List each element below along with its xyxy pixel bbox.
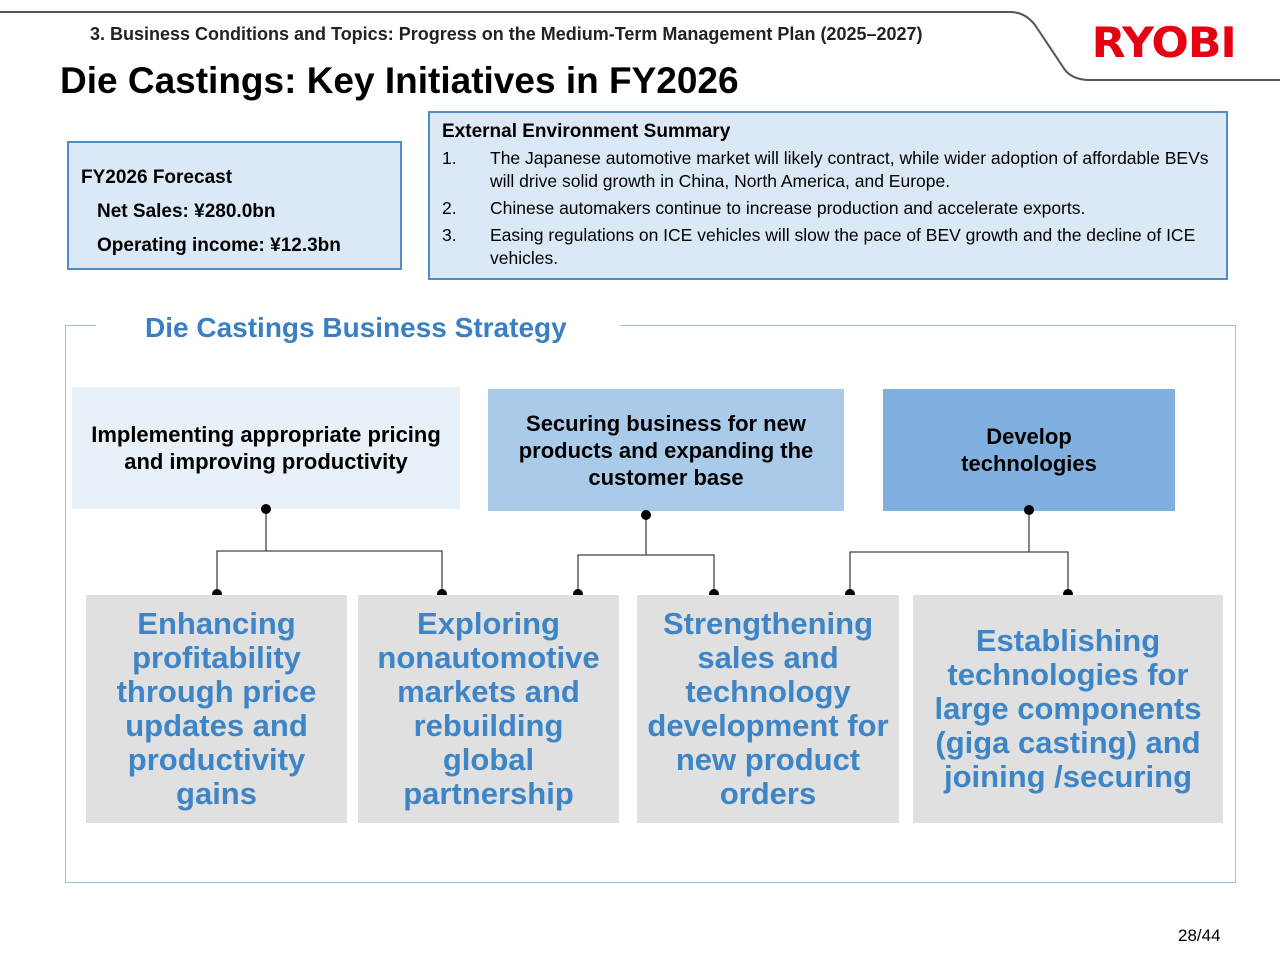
ryobi-logo: RYOBI [1091, 18, 1237, 67]
page-number: 28/44 [1178, 926, 1221, 945]
list-item: 1. The Japanese automotive market will li… [442, 147, 1214, 193]
environment-summary: External Environment Summary 1. The Japan… [428, 111, 1228, 280]
net-sales: Net Sales: ¥280.0bn [97, 201, 276, 222]
item-text: Chinese automakers continue to increase … [490, 198, 1086, 218]
item-text: Easing regulations on ICE vehicles will … [490, 225, 1196, 268]
section-header: 3. Business Conditions and Topics: Progr… [90, 24, 923, 44]
list-item: 3. Easing regulations on ICE vehicles wil… [442, 224, 1214, 270]
environment-heading: External Environment Summary [442, 121, 731, 142]
item-number: 3. [442, 225, 457, 245]
item-number: 2. [442, 198, 457, 218]
item-text: The Japanese automotive market will like… [490, 148, 1209, 191]
operating-income: Operating income: ¥12.3bn [97, 235, 341, 256]
pillar-pricing: Implementing appropriate pricing and imp… [72, 387, 460, 509]
strategy-frame [65, 325, 1236, 883]
item-number: 1. [442, 148, 457, 168]
initiative-nonautomotive: Exploring nonautomotive markets and rebu… [358, 595, 619, 823]
list-item: 2. Chinese automakers continue to increas… [442, 197, 1214, 220]
forecast-box: FY2026 Forecast Net Sales: ¥280.0bn Oper… [67, 141, 402, 270]
page-title: Die Castings: Key Initiatives in FY2026 [60, 60, 739, 101]
forecast-heading: FY2026 Forecast [81, 167, 233, 188]
initiative-giga-casting: Establishing technologies for large comp… [913, 595, 1223, 823]
pillar-new-business: Securing business for new products and e… [488, 389, 844, 511]
strategy-title: Die Castings Business Strategy [145, 312, 567, 343]
pillar-technologies: Develop technologies [883, 389, 1175, 511]
frame-gap [96, 318, 620, 332]
header-line [0, 11, 1280, 81]
initiative-profitability: Enhancing profitability through price up… [86, 595, 347, 823]
initiative-sales-technology: Strengthening sales and technology devel… [637, 595, 899, 823]
